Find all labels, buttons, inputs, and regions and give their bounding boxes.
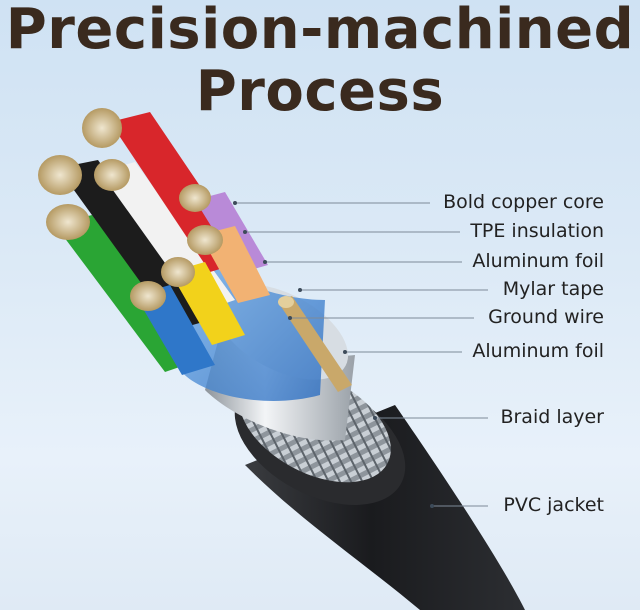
- label-aluminum-foil-inner: Aluminum foil: [472, 250, 604, 272]
- wire-black: [38, 155, 210, 330]
- wire-yellow: [161, 257, 245, 345]
- label-tpe-insulation: TPE insulation: [470, 220, 604, 242]
- label-pvc-jacket: PVC jacket: [503, 494, 604, 516]
- title-line-1: Precision-machined: [5, 0, 635, 62]
- label-aluminum-foil-outer: Aluminum foil: [472, 340, 604, 362]
- label-braid-layer: Braid layer: [500, 406, 604, 428]
- wire-blue: [130, 281, 215, 375]
- wire-orange: [187, 225, 270, 303]
- leader-lines: [233, 201, 488, 508]
- label-bold-copper-core: Bold copper core: [443, 191, 604, 213]
- ground-wire: [278, 296, 352, 392]
- label-ground-wire: Ground wire: [488, 306, 604, 328]
- label-mylar-tape: Mylar tape: [502, 278, 604, 300]
- title-line-2: Process: [195, 59, 445, 124]
